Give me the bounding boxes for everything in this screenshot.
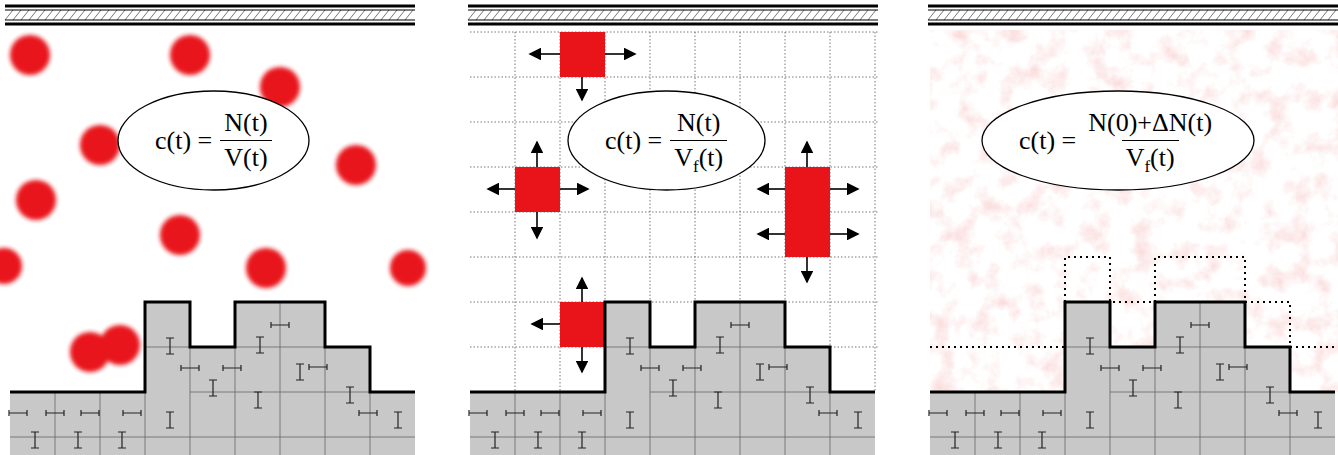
denominator-text: (t) [1150, 143, 1175, 173]
formula-lhs: c(t) = [605, 126, 662, 156]
formula: c(t) = N(t) V(t) [155, 108, 272, 173]
formula-ellipse: c(t) = N(0)+ΔN(t) Vf(t) [981, 90, 1255, 191]
denominator-text: V(t) [224, 143, 267, 173]
formula-ellipse: c(t) = N(t) Vf(t) [567, 90, 766, 191]
numerator: N(t) [220, 108, 271, 140]
formula-ellipse: c(t) = N(t) V(t) [117, 90, 310, 191]
denominator: Vf(t) [1122, 140, 1179, 173]
fraction: N(t) V(t) [220, 108, 271, 173]
fraction: N(0)+ΔN(t) Vf(t) [1084, 108, 1216, 173]
numerator: N(t) [673, 108, 724, 140]
denominator: V(t) [220, 140, 271, 173]
fraction: N(t) Vf(t) [670, 108, 727, 173]
denominator-text: V [674, 143, 693, 173]
formula-lhs: c(t) = [155, 126, 212, 156]
numerator-text: N(0)+ΔN(t) [1088, 108, 1212, 137]
denominator-text: V [1126, 143, 1145, 173]
numerator: N(0)+ΔN(t) [1084, 108, 1216, 140]
formula-lhs: c(t) = [1019, 126, 1076, 156]
denominator-text: (t) [699, 143, 724, 173]
numerator-text: N(t) [677, 108, 720, 137]
ellipse-outline [117, 90, 310, 191]
denominator: Vf(t) [670, 140, 727, 173]
subscript: f [693, 157, 699, 177]
formula: c(t) = N(t) Vf(t) [605, 108, 727, 173]
ellipse-outline [567, 90, 766, 191]
subscript: f [1144, 157, 1150, 177]
numerator-text: N(t) [224, 108, 267, 137]
formula: c(t) = N(0)+ΔN(t) Vf(t) [1019, 108, 1216, 173]
